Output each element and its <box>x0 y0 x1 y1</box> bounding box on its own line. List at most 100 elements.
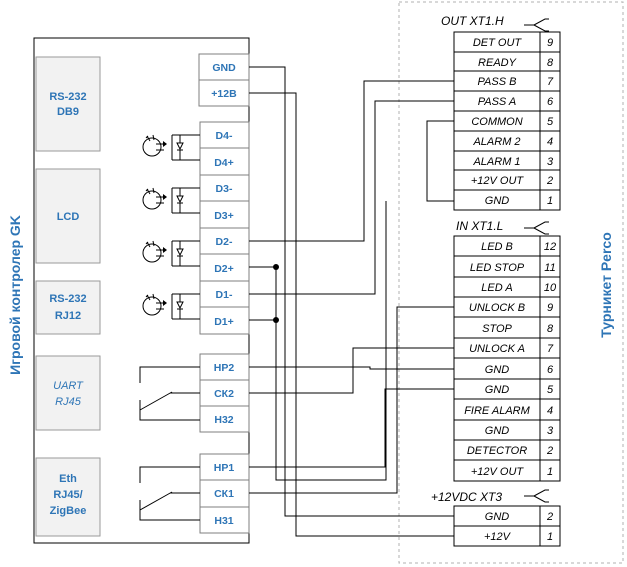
xt1h-label: +12V OUT <box>471 175 525 187</box>
xt3-num: 1 <box>547 531 553 543</box>
relay-contact-2 <box>139 366 200 421</box>
terminal-gnd: GND <box>212 62 236 74</box>
xt1l-block: IN XT1.L LED B 12 LED STOP 11 LED A 10 U… <box>453 219 561 482</box>
xt1l-label: +12V OUT <box>471 466 525 478</box>
port-label: DB9 <box>57 106 79 118</box>
xt1h-label: READY <box>478 57 517 69</box>
xt1h-label: PASS A <box>478 96 517 108</box>
xt1h-label: PASS B <box>478 76 517 88</box>
wire-sk2-unlocka <box>249 347 454 394</box>
terminal-d2-minus: D2- <box>216 236 233 248</box>
terminal-nr2: НР2 <box>214 362 235 374</box>
port-label: RJ12 <box>55 310 81 322</box>
terminal-d1-minus: D1- <box>216 289 233 301</box>
wires <box>249 66 454 537</box>
xt1h-label: ALARM 2 <box>472 136 520 148</box>
optocoupler-d3 <box>142 187 200 214</box>
xt1h-num: 4 <box>547 136 553 148</box>
port-uart-rj45: UART RJ45 <box>35 355 101 431</box>
xt1l-num: 6 <box>547 364 554 376</box>
port-label: RS-232 <box>49 91 86 103</box>
optocoupler-d4 <box>142 134 200 161</box>
xt1h-num: 9 <box>547 37 553 49</box>
terminal-d2-plus: D2+ <box>214 263 234 275</box>
xt1l-label: LED B <box>481 241 513 253</box>
wire-gnd-xt3 <box>249 66 454 517</box>
junction-dot <box>273 317 279 323</box>
terminal-block-relay2: НР2 СК2 Н32 <box>199 353 250 433</box>
port-rs232-db9: RS-232 DB9 <box>35 56 101 152</box>
wire-d2m-passb <box>249 80 454 242</box>
xt1h-num: 1 <box>547 195 553 207</box>
port-label: ZigBee <box>50 505 87 517</box>
port-eth-zigbee: Eth RJ45/ ZigBee <box>35 457 101 537</box>
xt3-num: 2 <box>546 511 553 523</box>
xt1l-label: GND <box>485 425 510 437</box>
relay-contact-1 <box>139 466 200 521</box>
xt1l-num: 5 <box>547 384 554 396</box>
xt3-header: +12VDC XT3 <box>431 490 502 504</box>
xt1l-label: STOP <box>482 323 512 335</box>
terminal-block-relay1: НР1 СК1 Н31 <box>199 453 250 534</box>
port-rs232-rj12: RS-232 RJ12 <box>35 280 101 335</box>
xt1h-num: 2 <box>546 175 553 187</box>
port-label: LCD <box>57 211 80 223</box>
xt1h-num: 6 <box>547 96 554 108</box>
port-lcd: LCD <box>35 168 101 264</box>
xt1l-num: 9 <box>547 302 553 314</box>
wire-common-gnd <box>426 120 454 202</box>
optocoupler-d1 <box>142 293 200 320</box>
turnstile-title: Турникет Perco <box>598 232 614 338</box>
xt1h-label: GND <box>485 195 510 207</box>
terminal-nz2: Н32 <box>214 414 233 426</box>
xt1l-num: 10 <box>544 282 557 294</box>
terminal-d4-minus: D4- <box>216 130 233 142</box>
xt1l-num: 2 <box>546 445 553 457</box>
terminal-12v: +12В <box>211 88 237 100</box>
xt1l-label: GND <box>485 364 510 376</box>
port-label: UART <box>53 380 84 392</box>
terminal-d3-minus: D3- <box>216 183 233 195</box>
wire-12v-xt3 <box>249 92 454 537</box>
port-label: RJ45 <box>55 396 82 408</box>
wire-hp1-gnd5 <box>249 388 454 468</box>
terminal-d1-plus: D1+ <box>214 316 234 328</box>
xt1l-label: GND <box>485 384 510 396</box>
xt1l-num: 11 <box>544 262 555 274</box>
xt1l-num: 7 <box>547 343 554 355</box>
xt1h-label: DET OUT <box>473 37 523 49</box>
xt1h-num: 8 <box>547 57 554 69</box>
xt1l-label: LED STOP <box>470 262 525 274</box>
wire-sk1-unlockb <box>249 306 454 494</box>
terminal-block-power: GND +12В <box>198 53 250 107</box>
terminal-sk1: СК1 <box>214 488 234 500</box>
controller-title: Игровой контролер GK <box>7 215 23 375</box>
xt1l-num: 3 <box>547 425 554 437</box>
junction-dot <box>273 264 279 270</box>
xt1l-label: LED A <box>481 282 512 294</box>
xt1l-label: DETECTOR <box>467 445 527 457</box>
terminal-nr1: НР1 <box>214 462 235 474</box>
xt1l-num: 8 <box>547 323 554 335</box>
xt1h-num: 5 <box>547 116 554 128</box>
xt1l-label: FIRE ALARM <box>464 405 530 417</box>
wire-common-bus <box>275 201 387 481</box>
port-label: Eth <box>59 473 77 485</box>
xt1l-num: 1 <box>547 466 553 478</box>
terminal-d4-plus: D4+ <box>214 157 234 169</box>
xt1h-num: 3 <box>547 156 554 168</box>
xt1l-num: 12 <box>544 241 556 253</box>
xt1h-label: ALARM 1 <box>472 156 520 168</box>
xt1l-label: UNLOCK B <box>469 302 525 314</box>
terminal-block-io: D4- D4+ D3- D3+ D2- D2+ D1- D1+ <box>199 121 250 335</box>
xt1h-label: COMMON <box>471 116 522 128</box>
terminal-sk2: СК2 <box>214 388 234 400</box>
xt1h-header: OUT XT1.H <box>441 14 504 28</box>
xt1l-header: IN XT1.L <box>456 219 503 233</box>
xt3-block: +12VDC XT3 GND 2 +12V 1 <box>431 489 561 547</box>
xt1h-num: 7 <box>547 76 554 88</box>
wire-d1m-passa <box>249 100 454 295</box>
xt1l-label: UNLOCK A <box>469 343 525 355</box>
terminal-nz1: Н31 <box>214 515 233 527</box>
